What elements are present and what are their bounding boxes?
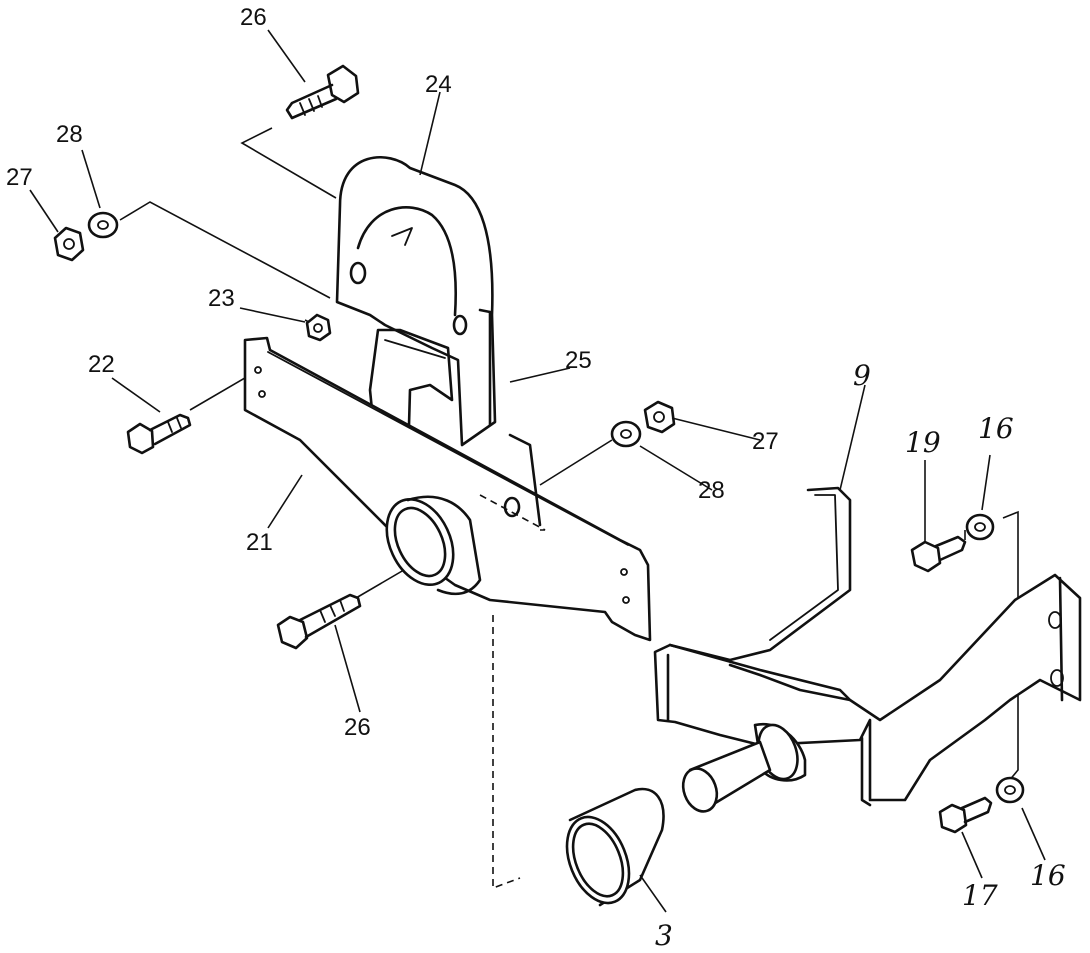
callout-27-left: 27: [6, 164, 33, 191]
washer-part-16-bottom: [995, 776, 1025, 804]
callout-28-left: 28: [56, 121, 83, 148]
callout-numbers: 26 24 28 27 23 22 25 27 28 21 26 9 19 16…: [6, 4, 1066, 952]
nut-part-27-left: [53, 226, 85, 262]
callout-19: 19: [905, 426, 941, 459]
washer-part-28-right: [610, 420, 642, 448]
mounting-plate-part-21: [243, 336, 652, 642]
callout-16-top: 16: [978, 412, 1014, 445]
yoke-bracket-part-24: [335, 156, 497, 462]
callout-27-right: 27: [752, 428, 779, 455]
bolt-part-17: [938, 796, 993, 834]
bushing-part-3: [565, 787, 665, 907]
callout-16-bottom: 16: [1030, 859, 1066, 892]
bolt-part-19: [910, 535, 967, 573]
callout-25: 25: [565, 347, 592, 374]
callout-9: 9: [853, 359, 871, 392]
bolt-part-26-bottom: [276, 593, 362, 650]
callout-26-bottom: 26: [344, 714, 371, 741]
callout-17: 17: [962, 879, 998, 912]
bolt-part-22: [126, 413, 192, 455]
washer-part-16-top: [965, 513, 995, 541]
nut-part-23: [305, 313, 332, 342]
axle-carrier-part-9: [653, 486, 1082, 813]
callout-28-right: 28: [698, 477, 725, 504]
bolt-part-26-top: [285, 64, 360, 120]
callout-3: 3: [655, 919, 673, 952]
callout-26-top: 26: [240, 4, 267, 31]
callout-24: 24: [425, 71, 452, 98]
callout-leaders: [29, 29, 1046, 913]
bracket-part-25: [508, 433, 542, 527]
nut-part-27-right: [643, 400, 676, 434]
callout-22: 22: [88, 351, 115, 378]
washer-part-28-left: [87, 211, 119, 239]
callout-21: 21: [246, 529, 273, 556]
callout-23: 23: [208, 285, 235, 312]
